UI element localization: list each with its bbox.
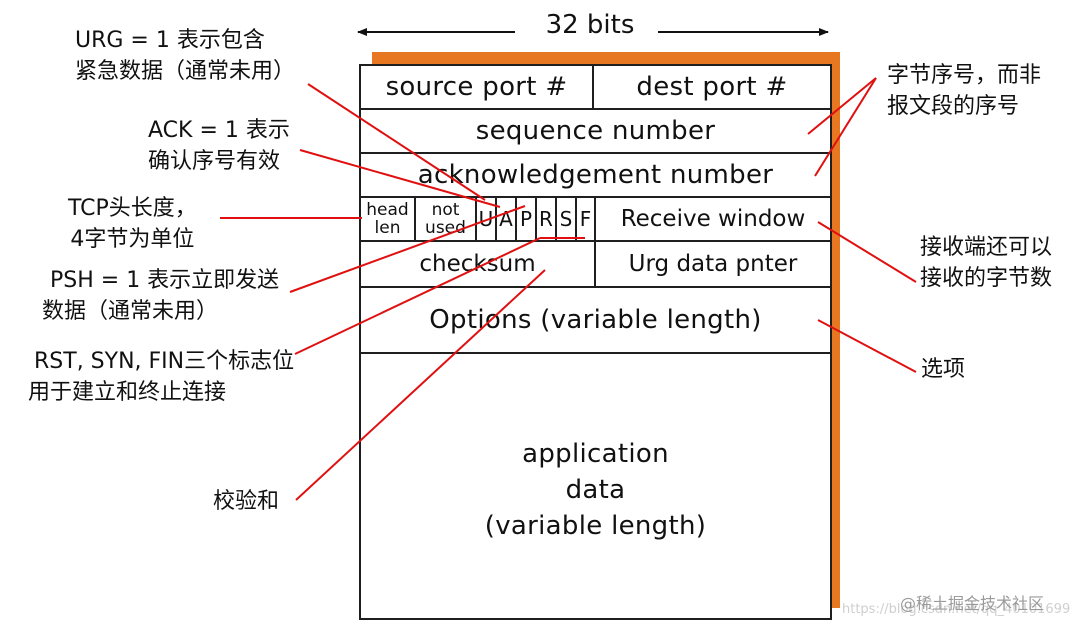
ack-number-field: acknowledgement number <box>359 152 832 198</box>
sequence-note-line-2: 报文段的序号 <box>887 94 1020 119</box>
flag-fin: F <box>575 196 596 242</box>
flag-urg: U <box>475 196 497 242</box>
app-data-line-2: data <box>565 475 626 505</box>
dest-port-field: dest port # <box>592 64 832 110</box>
rst-syn-fin-note: RST, SYN, FIN三个标志位 用于建立和终止连接 <box>28 346 294 408</box>
ack-note-line-1: ACK = 1 表示 <box>148 118 290 143</box>
source-port-field: source port # <box>359 64 594 110</box>
receive-window-field: Receive window <box>594 196 832 242</box>
psh-note: PSH = 1 表示立即发送 数据（通常未用） <box>42 265 279 327</box>
head-len-line-1: head <box>366 200 409 220</box>
app-data-line-3: (variable length) <box>484 511 707 541</box>
header-length-note: TCP头长度， 4字节为单位 <box>68 193 197 255</box>
urg-pointer-field: Urg data pnter <box>594 240 832 288</box>
urg-note: URG = 1 表示包含 紧急数据（通常未用） <box>75 25 295 87</box>
window-note: 接收端还可以 接收的字节数 <box>920 232 1052 294</box>
head-len-line-2: len <box>374 218 401 238</box>
bit-width-label: 32 bits <box>545 10 635 40</box>
not-used-line-1: not <box>431 200 460 220</box>
sequence-note: 字节序号，而非 报文段的序号 <box>887 60 1041 122</box>
flag-rst: R <box>535 196 557 242</box>
options-field: Options (variable length) <box>359 286 832 354</box>
flag-ack: A <box>495 196 517 242</box>
flag-syn: S <box>555 196 577 242</box>
not-used-line-2: used <box>425 218 466 238</box>
rst-syn-fin-note-line-2: 用于建立和终止连接 <box>28 380 227 405</box>
watermark-url: https://blog.csdn.net/qq_40101699 <box>842 602 1071 617</box>
checksum-field: checksum <box>359 240 596 288</box>
header-length-note-line-2: 4字节为单位 <box>70 227 195 252</box>
sequence-number-field: sequence number <box>359 108 832 154</box>
head-len-field: head len <box>359 196 416 242</box>
watermark-site: @稀土掘金技术社区 <box>900 594 1045 613</box>
app-data-line-1: application <box>522 439 669 469</box>
window-note-line-1: 接收端还可以 <box>920 235 1053 260</box>
not-used-field: not used <box>414 196 477 242</box>
application-data-field: application data (variable length) <box>359 352 832 620</box>
checksum-note: 校验和 <box>213 489 280 514</box>
sequence-note-line-1: 字节序号，而非 <box>887 63 1042 88</box>
urg-note-line-1: URG = 1 表示包含 <box>75 28 265 53</box>
window-note-line-2: 接收的字节数 <box>920 266 1053 291</box>
ack-note-line-2: 确认序号有效 <box>148 149 281 174</box>
urg-note-line-2: 紧急数据（通常未用） <box>75 59 296 84</box>
rst-syn-fin-note-line-1: RST, SYN, FIN三个标志位 <box>34 349 295 374</box>
flag-psh: P <box>515 196 537 242</box>
ack-note: ACK = 1 表示 确认序号有效 <box>148 115 290 177</box>
options-note: 选项 <box>921 357 966 382</box>
psh-note-line-2: 数据（通常未用） <box>42 299 219 324</box>
header-length-note-line-1: TCP头长度， <box>68 196 197 221</box>
psh-note-line-1: PSH = 1 表示立即发送 <box>50 268 280 293</box>
